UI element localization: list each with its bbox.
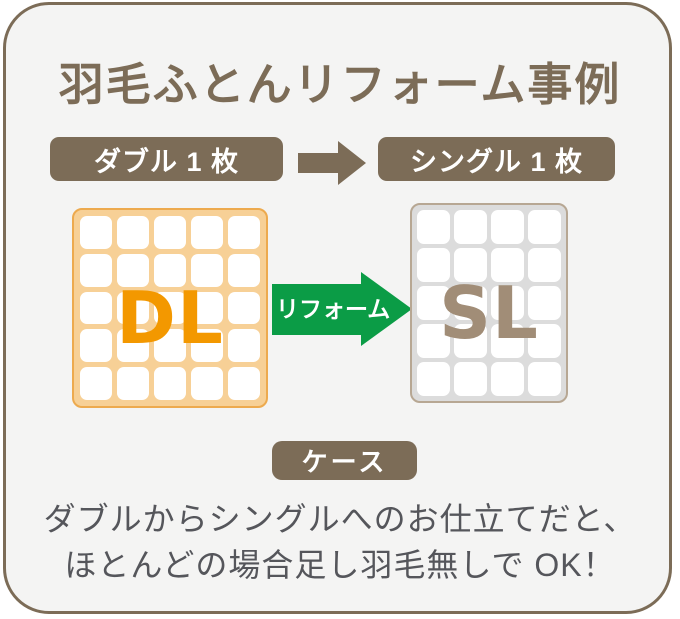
- futon-cell: [228, 216, 260, 249]
- futon-cell: [491, 324, 524, 358]
- arrow-right-icon: [298, 141, 366, 185]
- futon-cell: [228, 253, 260, 287]
- futon-cell: [417, 324, 450, 358]
- futon-cell: [417, 362, 450, 396]
- futon-cell: [454, 248, 487, 282]
- futon-cell: [80, 329, 112, 363]
- futon-cell: [191, 216, 223, 249]
- futon-cell: [80, 216, 112, 249]
- single-futon-label: SL: [439, 271, 539, 355]
- futon-cell: [528, 286, 561, 320]
- reform-arrow-label: リフォーム: [276, 296, 391, 322]
- futon-cell: [191, 329, 223, 363]
- futon-cell: [491, 362, 524, 396]
- futon-cell: [491, 210, 524, 244]
- reform-arrow-icon: [272, 272, 412, 346]
- futon-cell: [154, 253, 186, 287]
- futon-cell: [191, 367, 223, 400]
- futon-cell: [117, 291, 149, 325]
- case-badge: ケース: [272, 441, 417, 480]
- futon-cell: [154, 329, 186, 363]
- before-badge: ダブル 1 枚: [50, 137, 283, 181]
- futon-cell: [491, 286, 524, 320]
- double-futon-grid: [72, 208, 268, 408]
- futon-cell: [117, 216, 149, 249]
- futon-cell: [528, 362, 561, 396]
- double-futon-label: DL: [116, 276, 224, 360]
- futon-cell: [528, 210, 561, 244]
- futon-cell: [417, 210, 450, 244]
- single-futon-grid: [410, 203, 568, 403]
- futon-cell: [191, 253, 223, 287]
- futon-cell: [80, 291, 112, 325]
- futon-cell: [228, 291, 260, 325]
- before-badge-label: ダブル 1 枚: [93, 146, 240, 177]
- futon-cell: [417, 248, 450, 282]
- futon-cell: [80, 253, 112, 287]
- futon-cell: [117, 253, 149, 287]
- futon-cell: [528, 324, 561, 358]
- futon-cell: [154, 291, 186, 325]
- case-badge-label: ケース: [301, 447, 388, 477]
- futon-cell: [228, 367, 260, 400]
- futon-cell: [454, 362, 487, 396]
- futon-cell: [491, 248, 524, 282]
- futon-cell: [228, 329, 260, 363]
- futon-cell: [154, 216, 186, 249]
- after-badge: シングル 1 枚: [378, 137, 615, 181]
- futon-cell: [191, 291, 223, 325]
- note-line-2: ほとんどの場合足し羽毛無しで OK！: [64, 547, 616, 583]
- futon-cell: [154, 367, 186, 400]
- futon-cell: [454, 286, 487, 320]
- page-title: 羽毛ふとんリフォーム事例: [58, 59, 622, 110]
- futon-cell: [454, 324, 487, 358]
- futon-cell: [528, 248, 561, 282]
- futon-cell: [454, 210, 487, 244]
- note-line-1: ダブルからシングルへのお仕立てだと、: [43, 501, 637, 537]
- futon-cell: [417, 286, 450, 320]
- futon-cell: [117, 329, 149, 363]
- futon-cell: [80, 367, 112, 400]
- futon-cell: [117, 367, 149, 400]
- after-badge-label: シングル 1 枚: [409, 146, 584, 177]
